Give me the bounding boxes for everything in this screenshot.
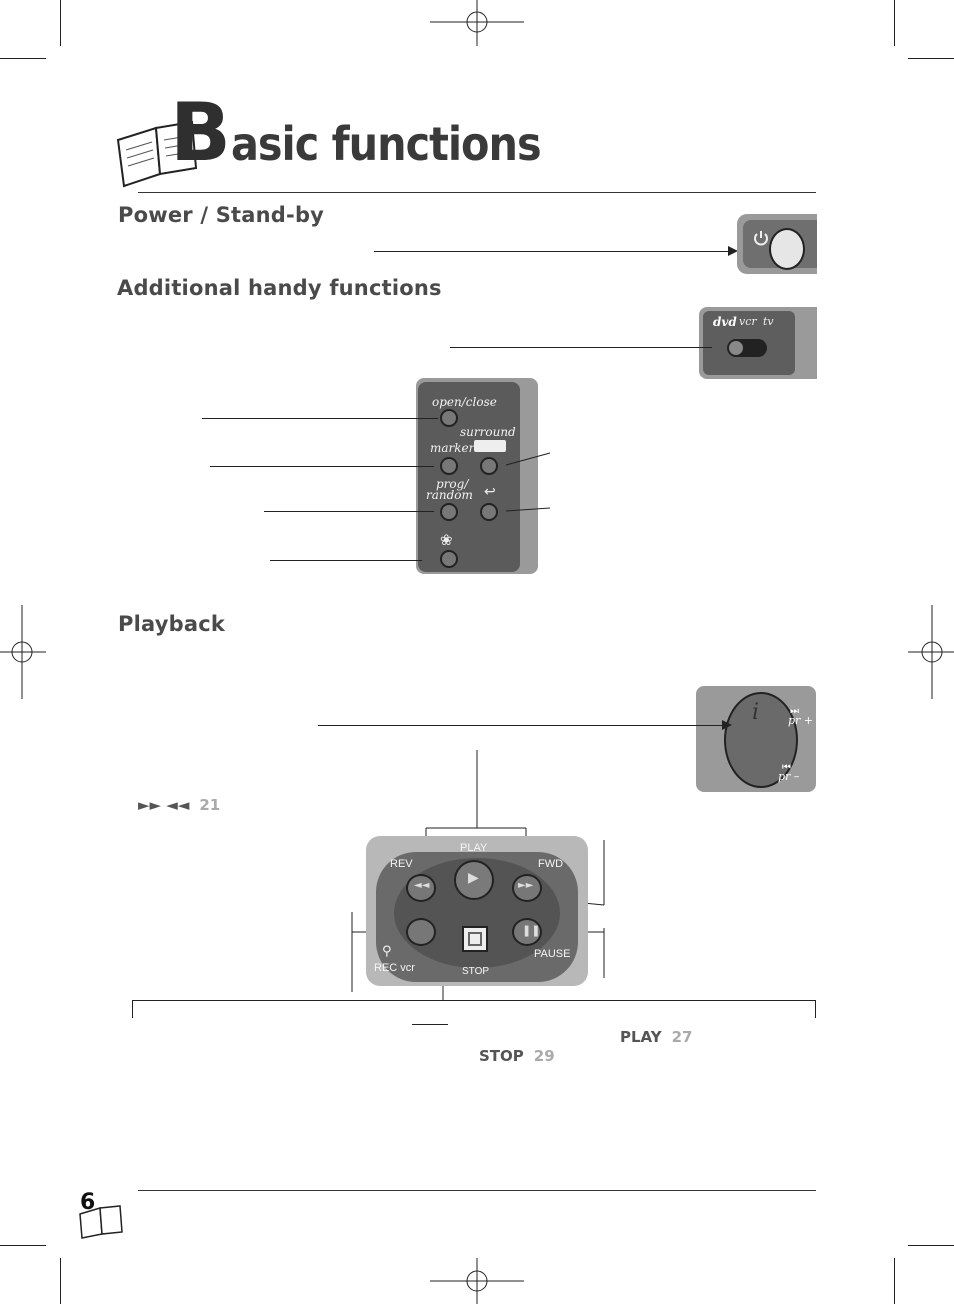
fwd-button[interactable] xyxy=(512,874,542,902)
fwd-icon: ►► xyxy=(518,880,534,891)
prog-leader xyxy=(264,511,434,512)
page-title-rest: asic functions xyxy=(230,117,542,171)
prev-chapter-icon: ⏮ xyxy=(782,762,791,773)
random-label: random xyxy=(426,488,473,502)
pause-label: PAUSE xyxy=(534,948,571,960)
footer-rule xyxy=(138,1190,816,1191)
pr-minus-label: pr – xyxy=(778,770,800,783)
stop-icon xyxy=(468,932,482,946)
marker-button[interactable] xyxy=(440,457,458,475)
prog-random-button[interactable] xyxy=(440,503,458,521)
handy-heading: Additional handy functions xyxy=(117,276,442,300)
arrow-head-icon xyxy=(728,246,738,256)
power-heading: Power / Stand-by xyxy=(118,203,325,227)
pr-plus-label: pr + xyxy=(788,714,814,727)
stop-label: STOP xyxy=(462,966,490,977)
stop-button[interactable] xyxy=(462,926,488,952)
info-icon: i xyxy=(752,700,760,725)
power-leader-line xyxy=(374,251,734,252)
marker-label: marker xyxy=(430,441,475,455)
footer-book-icon xyxy=(79,1205,123,1239)
play-ref-keyword: PLAY xyxy=(620,1028,662,1046)
repeat-button[interactable] xyxy=(480,503,498,521)
page-title-initial: B xyxy=(170,86,231,179)
power-icon xyxy=(754,231,768,246)
surround-icon xyxy=(474,440,506,452)
bracket-top xyxy=(132,1000,816,1001)
header-rule xyxy=(138,192,816,193)
marker-leader xyxy=(210,466,434,467)
angle-button[interactable] xyxy=(440,550,458,568)
play-ref-page: 27 xyxy=(671,1028,693,1046)
handy-remote-image: open/close surround marker prog/ random … xyxy=(416,378,538,574)
playback-heading: Playback xyxy=(118,612,226,636)
rev-label: REV xyxy=(390,858,413,870)
ffrew-symbols: ►► ◄◄ xyxy=(138,796,190,814)
power-button[interactable] xyxy=(769,228,805,270)
page-title: Basic functions xyxy=(170,86,542,179)
surround-label: surround xyxy=(460,425,516,439)
repeat-icon: ↩ xyxy=(484,484,496,500)
transport-panel-image: PLAY REV FWD ◄◄ ▶ ►► ❚❚ ⚲ REC vcr STOP P… xyxy=(366,836,588,986)
fwd-label: FWD xyxy=(538,858,564,870)
mode-dvd-label: dvd xyxy=(713,315,737,329)
next-chapter-icon: ⏭ xyxy=(790,706,799,717)
rev-button[interactable] xyxy=(406,874,436,902)
play-button[interactable] xyxy=(454,860,494,900)
play-label: PLAY xyxy=(460,842,488,854)
ffrew-reference: ►► ◄◄ 21 xyxy=(138,796,220,814)
angle-leader xyxy=(270,560,422,561)
bracket-right xyxy=(815,1000,816,1018)
stop-ref-page: 29 xyxy=(533,1047,555,1065)
play-reference: PLAY 27 xyxy=(620,1028,692,1046)
channel-rocker[interactable] xyxy=(724,692,798,788)
mode-switch-image: dvd vcr tv xyxy=(699,307,817,379)
open-close-button[interactable] xyxy=(440,409,458,427)
page-number: 6 xyxy=(80,1190,96,1215)
angle-icon: ❀ xyxy=(440,531,453,549)
pause-button[interactable] xyxy=(512,918,542,946)
search-icon: ⚲ xyxy=(382,944,392,959)
pause-icon: ❚❚ xyxy=(522,924,541,937)
mode-leader-line xyxy=(450,347,712,348)
arrow-head-icon xyxy=(722,720,732,730)
rec-label: REC vcr xyxy=(374,962,415,974)
prog-label: prog/ xyxy=(436,477,469,491)
stop-reference: STOP 29 xyxy=(479,1047,555,1065)
book-icon xyxy=(116,120,198,188)
mode-slider-track[interactable] xyxy=(727,339,767,357)
ffrew-page: 21 xyxy=(199,796,221,814)
rec-button[interactable] xyxy=(406,918,436,946)
power-remote-image xyxy=(737,214,817,274)
mode-slider-knob[interactable] xyxy=(729,341,743,355)
surround-button[interactable] xyxy=(480,457,498,475)
mode-tv-label: tv xyxy=(763,315,774,328)
stop-ref-keyword: STOP xyxy=(479,1047,524,1065)
bracket-left xyxy=(132,1000,133,1018)
open-close-leader xyxy=(202,418,438,419)
info-leader xyxy=(318,725,728,726)
open-close-label: open/close xyxy=(432,395,497,409)
play-icon: ▶ xyxy=(468,870,479,886)
right-leaders xyxy=(505,452,551,512)
short-rule xyxy=(412,1024,448,1025)
mode-vcr-label: vcr xyxy=(739,315,757,328)
rev-icon: ◄◄ xyxy=(414,880,430,891)
playback-remote-image: i ⏭ pr + ⏮ pr – xyxy=(696,686,816,792)
